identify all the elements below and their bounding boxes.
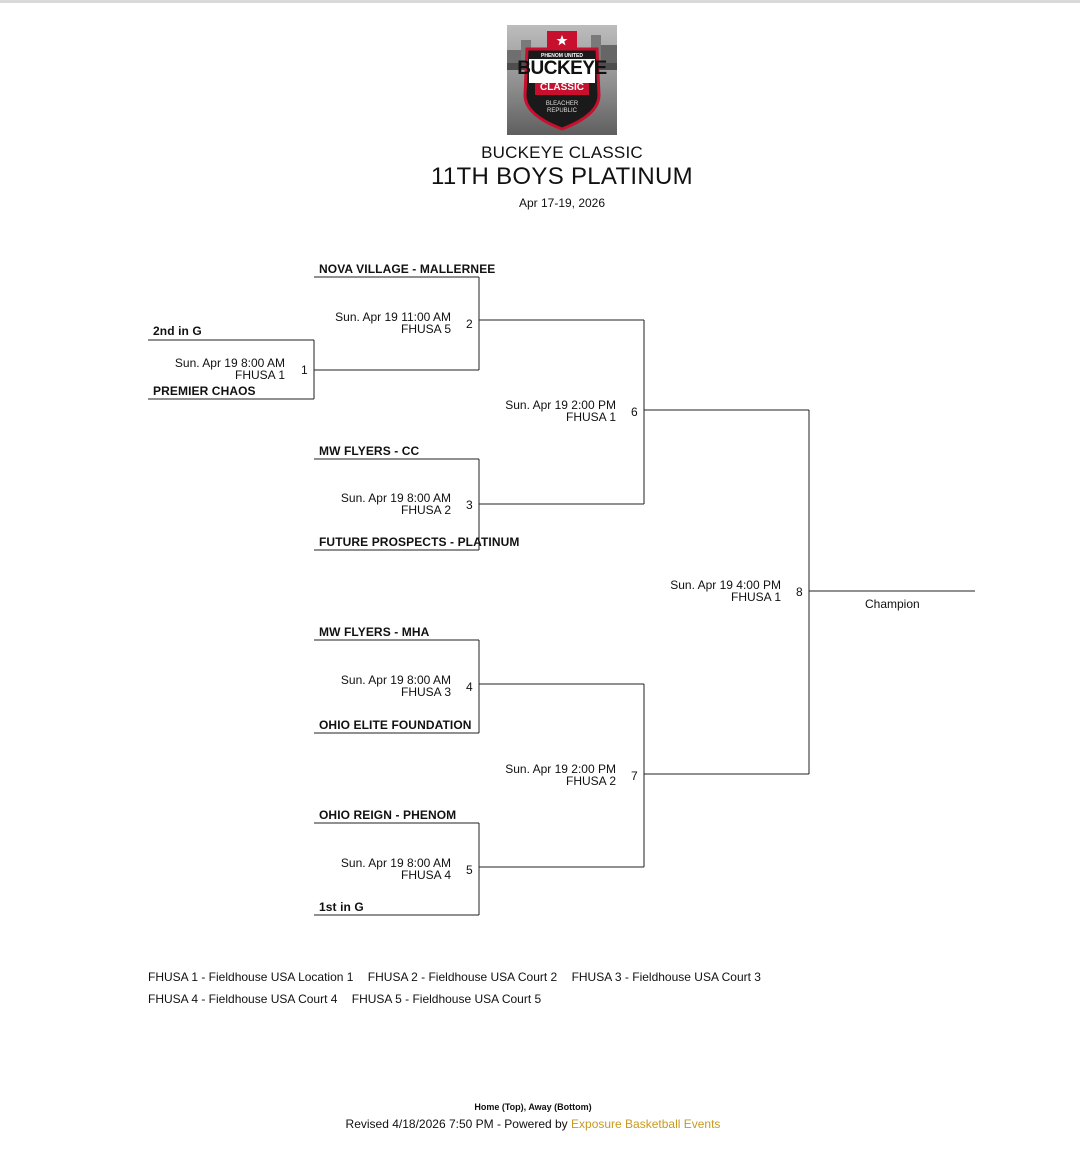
game-8-number: 8 bbox=[796, 585, 803, 599]
game-2-court: FHUSA 5 bbox=[400, 322, 451, 336]
logo-text-republic: REPUBLIC bbox=[546, 108, 577, 114]
team-second-in-g[interactable]: 2nd in G bbox=[153, 324, 202, 338]
game-4-court: FHUSA 3 bbox=[400, 685, 451, 699]
team-nova-village[interactable]: NOVA VILLAGE - MALLERNEE bbox=[319, 262, 496, 276]
team-first-in-g[interactable]: 1st in G bbox=[319, 900, 364, 914]
game-6-number: 6 bbox=[631, 405, 638, 419]
team-future-prospects[interactable]: FUTURE PROSPECTS - PLATINUM bbox=[319, 535, 520, 549]
revised-line: Revised 4/18/2026 7:50 PM - Powered by E… bbox=[0, 1117, 1066, 1131]
logo-text-classic: CLASSIC bbox=[540, 82, 584, 93]
game-5-time: Sun. Apr 19 8:00 AM bbox=[340, 856, 451, 870]
game-5-info[interactable]: Sun. Apr 19 8:00 AM FHUSA 4 bbox=[341, 857, 451, 881]
event-dates: Apr 17-19, 2026 bbox=[518, 196, 606, 210]
game-8-court: FHUSA 1 bbox=[730, 590, 781, 604]
game-4-info[interactable]: Sun. Apr 19 8:00 AM FHUSA 3 bbox=[341, 674, 451, 698]
game-3-time: Sun. Apr 19 8:00 AM bbox=[340, 491, 451, 505]
logo-text-bleacher: BLEACHER bbox=[545, 101, 579, 107]
game-2-time: Sun. Apr 19 11:00 AM bbox=[335, 310, 451, 324]
game-3-number: 3 bbox=[466, 498, 473, 512]
logo-text-top: PHENOM UNITED bbox=[541, 53, 583, 59]
game-6-court: FHUSA 1 bbox=[565, 410, 616, 424]
legend-fhusa-4: FHUSA 4 - Fieldhouse USA Court 4 bbox=[148, 992, 338, 1006]
court-legend-row-2: FHUSA 4 - Fieldhouse USA Court 4 FHUSA 5… bbox=[148, 992, 552, 1006]
badge-graphic bbox=[523, 31, 601, 131]
game-4-time: Sun. Apr 19 8:00 AM bbox=[340, 673, 451, 687]
revised-text: Revised 4/18/2026 7:50 PM - Powered by bbox=[345, 1117, 572, 1131]
legend-fhusa-3: FHUSA 3 - Fieldhouse USA Court 3 bbox=[571, 970, 761, 984]
game-3-court: FHUSA 2 bbox=[400, 503, 451, 517]
team-premier-chaos[interactable]: PREMIER CHAOS bbox=[153, 384, 256, 398]
legend-fhusa-1: FHUSA 1 - Fieldhouse USA Location 1 bbox=[148, 970, 354, 984]
game-7-court: FHUSA 2 bbox=[565, 774, 616, 788]
team-ohio-reign[interactable]: OHIO REIGN - PHENOM bbox=[319, 808, 457, 822]
division-title: 11TH BOYS PLATINUM bbox=[431, 163, 693, 190]
home-away-note: Home (Top), Away (Bottom) bbox=[474, 1102, 592, 1112]
game-7-info[interactable]: Sun. Apr 19 2:00 PM FHUSA 2 bbox=[505, 763, 616, 787]
team-mw-flyers-cc[interactable]: MW FLYERS - CC bbox=[319, 444, 420, 458]
champion-label: Champion bbox=[865, 597, 920, 611]
game-4-number: 4 bbox=[466, 680, 473, 694]
game-7-time: Sun. Apr 19 2:00 PM bbox=[505, 762, 616, 776]
exposure-link[interactable]: Exposure Basketball Events bbox=[571, 1117, 721, 1131]
game-2-number: 2 bbox=[466, 317, 473, 331]
top-border bbox=[0, 0, 1080, 3]
event-logo: PHENOM UNITED BUCKEYE CLASSIC BLEACHER R… bbox=[507, 25, 617, 135]
court-legend-row-1: FHUSA 1 - Fieldhouse USA Location 1 FHUS… bbox=[148, 970, 772, 984]
logo-text-buckeye: BUCKEYE bbox=[517, 58, 607, 79]
game-1-number: 1 bbox=[301, 363, 308, 377]
game-6-info[interactable]: Sun. Apr 19 2:00 PM FHUSA 1 bbox=[505, 399, 616, 423]
game-6-time: Sun. Apr 19 2:00 PM bbox=[505, 398, 616, 412]
team-ohio-elite[interactable]: OHIO ELITE FOUNDATION bbox=[319, 718, 472, 732]
team-mw-flyers-mha[interactable]: MW FLYERS - MHA bbox=[319, 625, 430, 639]
legend-fhusa-2: FHUSA 2 - Fieldhouse USA Court 2 bbox=[367, 970, 558, 984]
game-8-time: Sun. Apr 19 4:00 PM bbox=[670, 578, 781, 592]
game-7-number: 7 bbox=[631, 769, 638, 783]
event-name: BUCKEYE CLASSIC bbox=[481, 143, 643, 162]
game-8-info[interactable]: Sun. Apr 19 4:00 PM FHUSA 1 bbox=[670, 579, 781, 603]
legend-fhusa-5: FHUSA 5 - Fieldhouse USA Court 5 bbox=[351, 992, 542, 1006]
game-1-info[interactable]: Sun. Apr 19 8:00 AM FHUSA 1 bbox=[175, 357, 285, 381]
game-3-info[interactable]: Sun. Apr 19 8:00 AM FHUSA 2 bbox=[341, 492, 451, 516]
game-1-time: Sun. Apr 19 8:00 AM bbox=[174, 356, 285, 370]
game-1-court: FHUSA 1 bbox=[234, 368, 285, 382]
game-5-number: 5 bbox=[466, 863, 473, 877]
game-5-court: FHUSA 4 bbox=[400, 868, 451, 882]
game-2-info[interactable]: Sun. Apr 19 11:00 AM FHUSA 5 bbox=[335, 311, 451, 335]
